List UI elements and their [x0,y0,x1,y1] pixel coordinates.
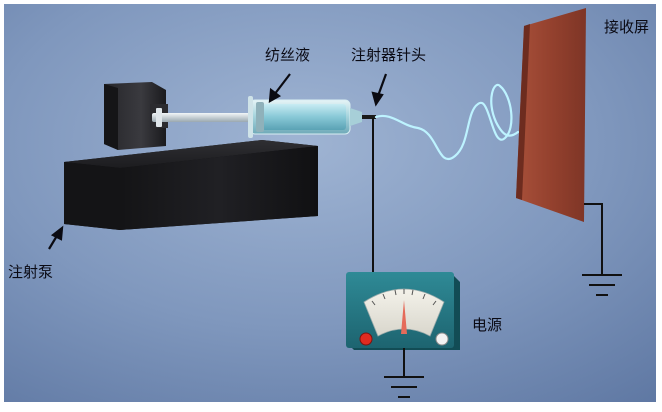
power-indicator-light [359,332,373,346]
label-collector: 接收屏 [604,18,650,36]
label-needle-tip: 注射器针头 [351,46,427,64]
collector-screen [516,8,586,222]
power-knob [435,332,449,346]
needle [362,115,376,119]
power-ground [384,348,424,398]
meter-needle [401,300,407,334]
label-spinning-solution: 纺丝液 [265,46,311,64]
arrow-spinning-solution [273,73,291,96]
syringe [152,96,362,138]
power-supply [346,272,460,350]
label-power-supply: 电源 [472,316,503,334]
collector-ground [582,203,622,296]
syringe-pump [64,82,318,230]
spinning-solution [262,104,346,130]
fiber-jet [374,83,520,160]
pointer-arrows [48,73,388,250]
arrow-needle-tip [376,73,388,97]
label-syringe-pump: 注射泵 [8,263,54,281]
